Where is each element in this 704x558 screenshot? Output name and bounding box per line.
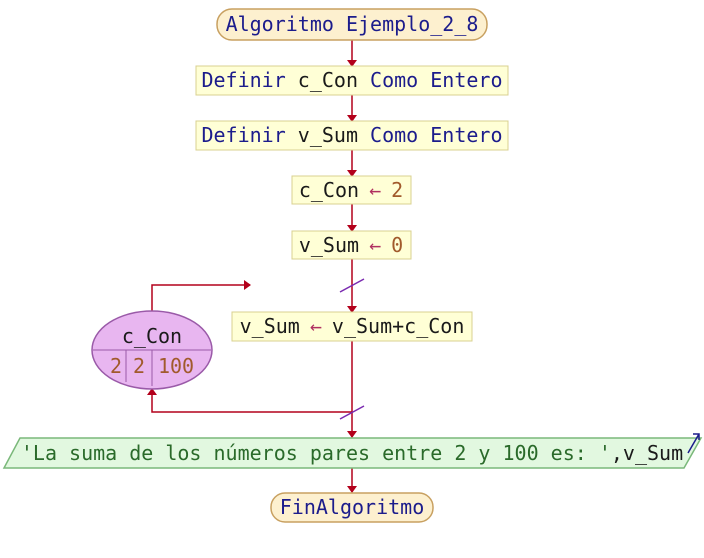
output-arrow-icon <box>687 433 700 454</box>
define-c-con-text: Definir c_Con Como Entero <box>201 68 502 92</box>
expression: v_Sum+c_Con <box>332 314 464 338</box>
keyword-definir: Definir <box>201 68 297 92</box>
arrowhead <box>347 170 357 177</box>
assign-c-con-box[interactable]: c_Con ← 2 <box>291 175 412 205</box>
end-terminal[interactable]: FinAlgoritmo <box>270 492 434 523</box>
loop-entry-mark <box>339 278 365 293</box>
arrowhead <box>347 486 357 493</box>
loop-exit-mark <box>339 405 365 420</box>
arrowhead <box>347 306 357 313</box>
keyword-definir: Definir <box>201 123 297 147</box>
value: 2 <box>391 178 403 202</box>
keyword-como-entero: Como Entero <box>358 123 503 147</box>
arrowhead <box>244 280 251 290</box>
end-label: FinAlgoritmo <box>280 495 425 519</box>
assign-c-con-text: c_Con ← 2 <box>299 178 403 202</box>
output-string: 'La suma de los números pares entre 2 y … <box>21 441 611 465</box>
assign-v-sum-box[interactable]: v_Sum ← 0 <box>291 230 412 260</box>
loop-body-text: v_Sum ← v_Sum+c_Con <box>240 314 465 338</box>
value: 0 <box>391 233 403 257</box>
arrowhead <box>347 431 357 438</box>
assign-arrow: ← <box>369 178 381 202</box>
identifier: c_Con <box>298 68 358 92</box>
start-terminal[interactable]: Algoritmo Ejemplo_2_8 <box>216 8 488 41</box>
for-loop-ellipse[interactable]: c_Con 2 2 100 <box>91 310 213 390</box>
arrowhead <box>347 225 357 232</box>
define-v-sum-box[interactable]: Definir v_Sum Como Entero <box>195 120 509 151</box>
loop-end: 100 <box>158 354 194 378</box>
start-label: Algoritmo Ejemplo_2_8 <box>226 12 479 36</box>
output-text: 'La suma de los números pares entre 2 y … <box>21 441 683 465</box>
loop-back-line <box>151 389 352 413</box>
loop-forward-line <box>151 284 250 311</box>
assign-arrow: ← <box>310 314 322 338</box>
variable: c_Con <box>299 178 359 202</box>
output-box[interactable]: 'La suma de los números pares entre 2 y … <box>2 433 703 469</box>
identifier: v_Sum <box>298 123 358 147</box>
arrowhead <box>347 115 357 122</box>
define-c-con-box[interactable]: Definir c_Con Como Entero <box>195 65 509 96</box>
loop-start: 2 <box>110 354 122 378</box>
assign-v-sum-text: v_Sum ← 0 <box>299 233 403 257</box>
arrowhead <box>347 60 357 67</box>
variable: v_Sum <box>299 233 359 257</box>
arrowheads <box>147 60 357 493</box>
assign-arrow: ← <box>369 233 381 257</box>
loop-step: 2 <box>133 354 145 378</box>
loop-marks <box>339 278 365 420</box>
keyword-como-entero: Como Entero <box>358 68 503 92</box>
variable: v_Sum <box>240 314 300 338</box>
arrowhead <box>147 388 157 395</box>
loop-variable: c_Con <box>122 324 182 348</box>
output-variable: ,v_Sum <box>611 441 683 465</box>
loop-body-box[interactable]: v_Sum ← v_Sum+c_Con <box>231 311 473 342</box>
connectors <box>151 40 353 492</box>
define-v-sum-text: Definir v_Sum Como Entero <box>201 123 502 147</box>
